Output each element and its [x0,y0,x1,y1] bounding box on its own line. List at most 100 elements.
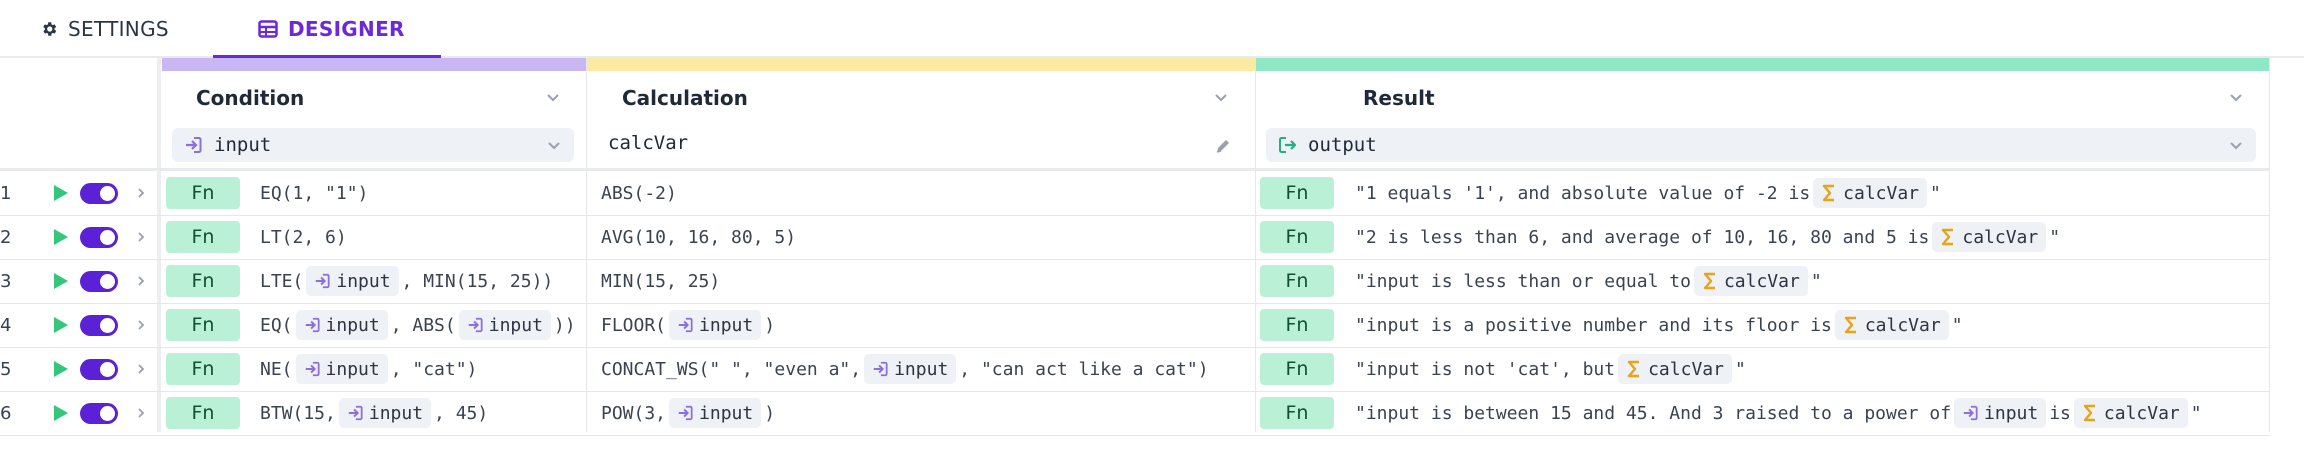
result-text: " [1951,314,1963,336]
input-variable-chip[interactable]: input [864,354,957,384]
condition-calculation-divider[interactable] [586,58,587,432]
condition-expression[interactable]: EQ(input, ABS(input)) [260,303,576,347]
result-fn-button[interactable]: Fn [1260,177,1334,209]
condition-expression[interactable]: EQ(1, "1") [260,171,368,215]
condition-input-select[interactable]: input [172,128,574,162]
input-variable-chip[interactable]: input [458,310,551,340]
result-text: " [1810,270,1822,292]
calculation-expression[interactable]: MIN(15, 25) [601,259,720,303]
calc-variable-chip-label: calcVar [1648,358,1724,380]
calculation-text: ) [764,402,776,424]
calc-variable-chip[interactable]: calcVar [2073,398,2188,428]
chevron-right-icon[interactable] [134,230,148,244]
result-output-select[interactable]: output [1266,128,2256,162]
chevron-right-icon[interactable] [134,274,148,288]
chevron-right-icon[interactable] [134,186,148,200]
condition-text: , ABS( [390,314,456,336]
calculation-expression[interactable]: POW(3, input) [601,391,775,435]
chevron-right-icon[interactable] [134,318,148,332]
play-icon[interactable] [51,316,69,334]
play-icon[interactable] [51,184,69,202]
condition-fn-button[interactable]: Fn [166,309,240,341]
result-expression[interactable]: "input is between 15 and 45. And 3 raise… [1355,391,2202,435]
condition-expression[interactable]: LTE(input, MIN(15, 25)) [260,259,553,303]
tab-designer[interactable]: DESIGNER [258,0,405,58]
calc-variable-chip[interactable]: calcVar [1693,266,1808,296]
input-variable-chip[interactable]: input [295,310,388,340]
input-variable-chip[interactable]: input [338,398,432,428]
play-icon[interactable] [51,272,69,290]
condition-fn-button[interactable]: Fn [166,221,240,253]
input-variable-chip[interactable]: input [1954,398,2047,428]
input-variable-chip[interactable]: input [669,398,762,428]
result-expression[interactable]: "2 is less than 6, and average of 10, 16… [1355,215,2060,259]
result-color-bar [1256,58,2269,71]
play-icon[interactable] [51,228,69,246]
row-number: 2 [0,226,12,248]
input-variable-chip-label: input [699,402,754,424]
condition-column-title: Condition [196,86,305,110]
condition-fn-button[interactable]: Fn [166,353,240,385]
calc-variable-chip[interactable]: calcVar [1932,222,2047,252]
result-expression[interactable]: "input is not 'cat', but calcVar" [1355,347,1746,391]
row-enabled-toggle[interactable] [80,271,118,292]
row-enabled-toggle[interactable] [80,403,118,424]
calc-variable-chip-label: calcVar [1843,182,1920,204]
condition-text: NE( [260,358,293,380]
result-text: is [2049,402,2071,424]
chevron-right-icon[interactable] [134,406,148,420]
calculation-expression[interactable]: AVG(10, 16, 80, 5) [601,215,796,259]
row-enabled-toggle[interactable] [80,227,118,248]
condition-expression[interactable]: LT(2, 6) [260,215,347,259]
input-variable-chip[interactable]: input [295,354,388,384]
calculation-text: ) [764,314,776,336]
input-variable-icon [184,136,202,154]
input-variable-chip[interactable]: input [306,266,399,296]
result-expression[interactable]: "input is less than or equal to calcVar" [1355,259,1822,303]
condition-expression[interactable]: NE(input, "cat") [260,347,477,391]
result-fn-button[interactable]: Fn [1260,309,1334,341]
tab-settings[interactable]: SETTINGS [40,0,169,58]
condition-fn-button[interactable]: Fn [166,177,240,209]
play-icon[interactable] [51,404,69,422]
calc-variable-chip-label: calcVar [1962,226,2039,248]
condition-fn-button[interactable]: Fn [166,265,240,297]
calculation-text: , "can act like a cat") [959,358,1209,380]
result-expression[interactable]: "input is a positive number and its floo… [1355,303,1963,347]
calculation-column-title: Calculation [622,86,748,110]
result-text: "2 is less than 6, and average of 10, 16… [1355,226,1930,248]
result-fn-button[interactable]: Fn [1260,221,1334,253]
calc-variable-chip[interactable]: calcVar [1834,310,1949,340]
row-enabled-toggle[interactable] [80,315,118,336]
calc-variable-chip[interactable]: calcVar [1618,354,1732,384]
result-text: "input is not 'cat', but [1355,358,1616,380]
result-expression[interactable]: "1 equals '1', and absolute value of -2 … [1355,171,1941,215]
play-icon[interactable] [51,360,69,378]
calculation-chevron-down-icon[interactable] [1213,89,1229,105]
input-variable-chip[interactable]: input [669,310,762,340]
condition-fn-button[interactable]: Fn [166,397,240,429]
result-text: "input is less than or equal to [1355,270,1691,292]
input-variable-chip-label: input [325,358,380,380]
calculation-expression[interactable]: FLOOR(input) [601,303,775,347]
calculation-text: AVG(10, 16, 80, 5) [601,226,797,248]
input-variable-chip-label: input [368,402,424,424]
chevron-right-icon[interactable] [134,362,148,376]
calculation-expression[interactable]: ABS(-2) [601,171,677,215]
row-enabled-toggle[interactable] [80,359,118,380]
condition-chevron-down-icon[interactable] [545,89,561,105]
condition-input-value: input [214,134,272,156]
calculation-result-divider[interactable] [1255,58,1256,432]
result-fn-button[interactable]: Fn [1260,265,1334,297]
result-chevron-down-icon[interactable] [2228,89,2244,105]
edit-pencil-icon[interactable] [1214,137,1232,155]
calculation-text: MIN(15, 25) [601,270,721,292]
top-tab-bar: SETTINGS DESIGNER [0,0,2304,58]
calculation-expression[interactable]: CONCAT_WS(" ", "even a", input, "can act… [601,347,1209,391]
result-fn-button[interactable]: Fn [1260,397,1334,429]
calc-variable-chip[interactable]: calcVar [1813,178,1928,208]
row-enabled-toggle[interactable] [80,183,118,204]
condition-expression[interactable]: BTW(15, input, 45) [260,391,488,435]
result-fn-button[interactable]: Fn [1260,353,1334,385]
